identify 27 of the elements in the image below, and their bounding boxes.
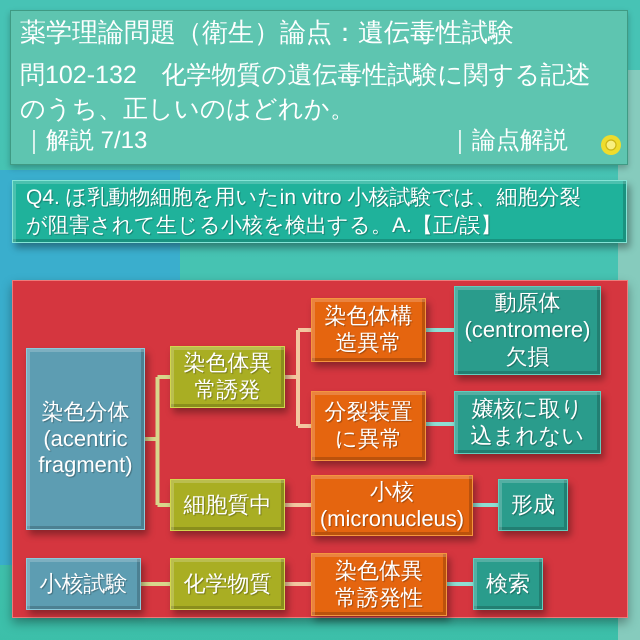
term-box: 染色体異常誘発	[170, 346, 285, 408]
connector-line	[447, 582, 473, 586]
question-text: 問102-132 化学物質の遺伝毒性試験に関する記述のうち、正しいのはどれか。	[20, 60, 592, 125]
term-box: 染色分体 (acentric fragment)	[26, 348, 145, 530]
connector-line	[426, 422, 454, 426]
term-box: 染色体構造異常	[311, 298, 426, 362]
term-box: 動原体 (centromere) 欠損	[454, 286, 601, 375]
connector-line	[283, 328, 313, 428]
section-label: ｜論点解説	[448, 126, 568, 156]
connector-line	[285, 582, 311, 586]
term-box: 嬢核に取り込まれない	[454, 391, 601, 454]
question-box: Q4. ほ乳動物細胞を用いたin vitro 小核試験では、細胞分裂が阻害されて生じる小核を検出する。A.【正/誤】	[12, 180, 627, 243]
title: 薬学理論問題（衛生）論点：遺伝毒性試験	[20, 16, 514, 48]
connector-line	[426, 328, 454, 332]
connector-line	[143, 375, 172, 507]
term-box: 形成	[498, 479, 568, 531]
section-label: ｜解説 7/13	[22, 126, 148, 156]
connector-line	[141, 582, 170, 586]
term-box: 小核試験	[26, 558, 141, 610]
connector-line	[473, 503, 498, 507]
term-box: 小核 (micronucleus)	[311, 475, 473, 536]
term-box: 検索	[473, 558, 543, 610]
term-box: 分裂装置に異常	[311, 391, 426, 461]
term-box: 染色体異常誘発性	[311, 553, 447, 616]
term-box: 化学物質	[170, 558, 285, 610]
connector-line	[285, 503, 311, 507]
term-box: 細胞質中	[170, 479, 285, 531]
